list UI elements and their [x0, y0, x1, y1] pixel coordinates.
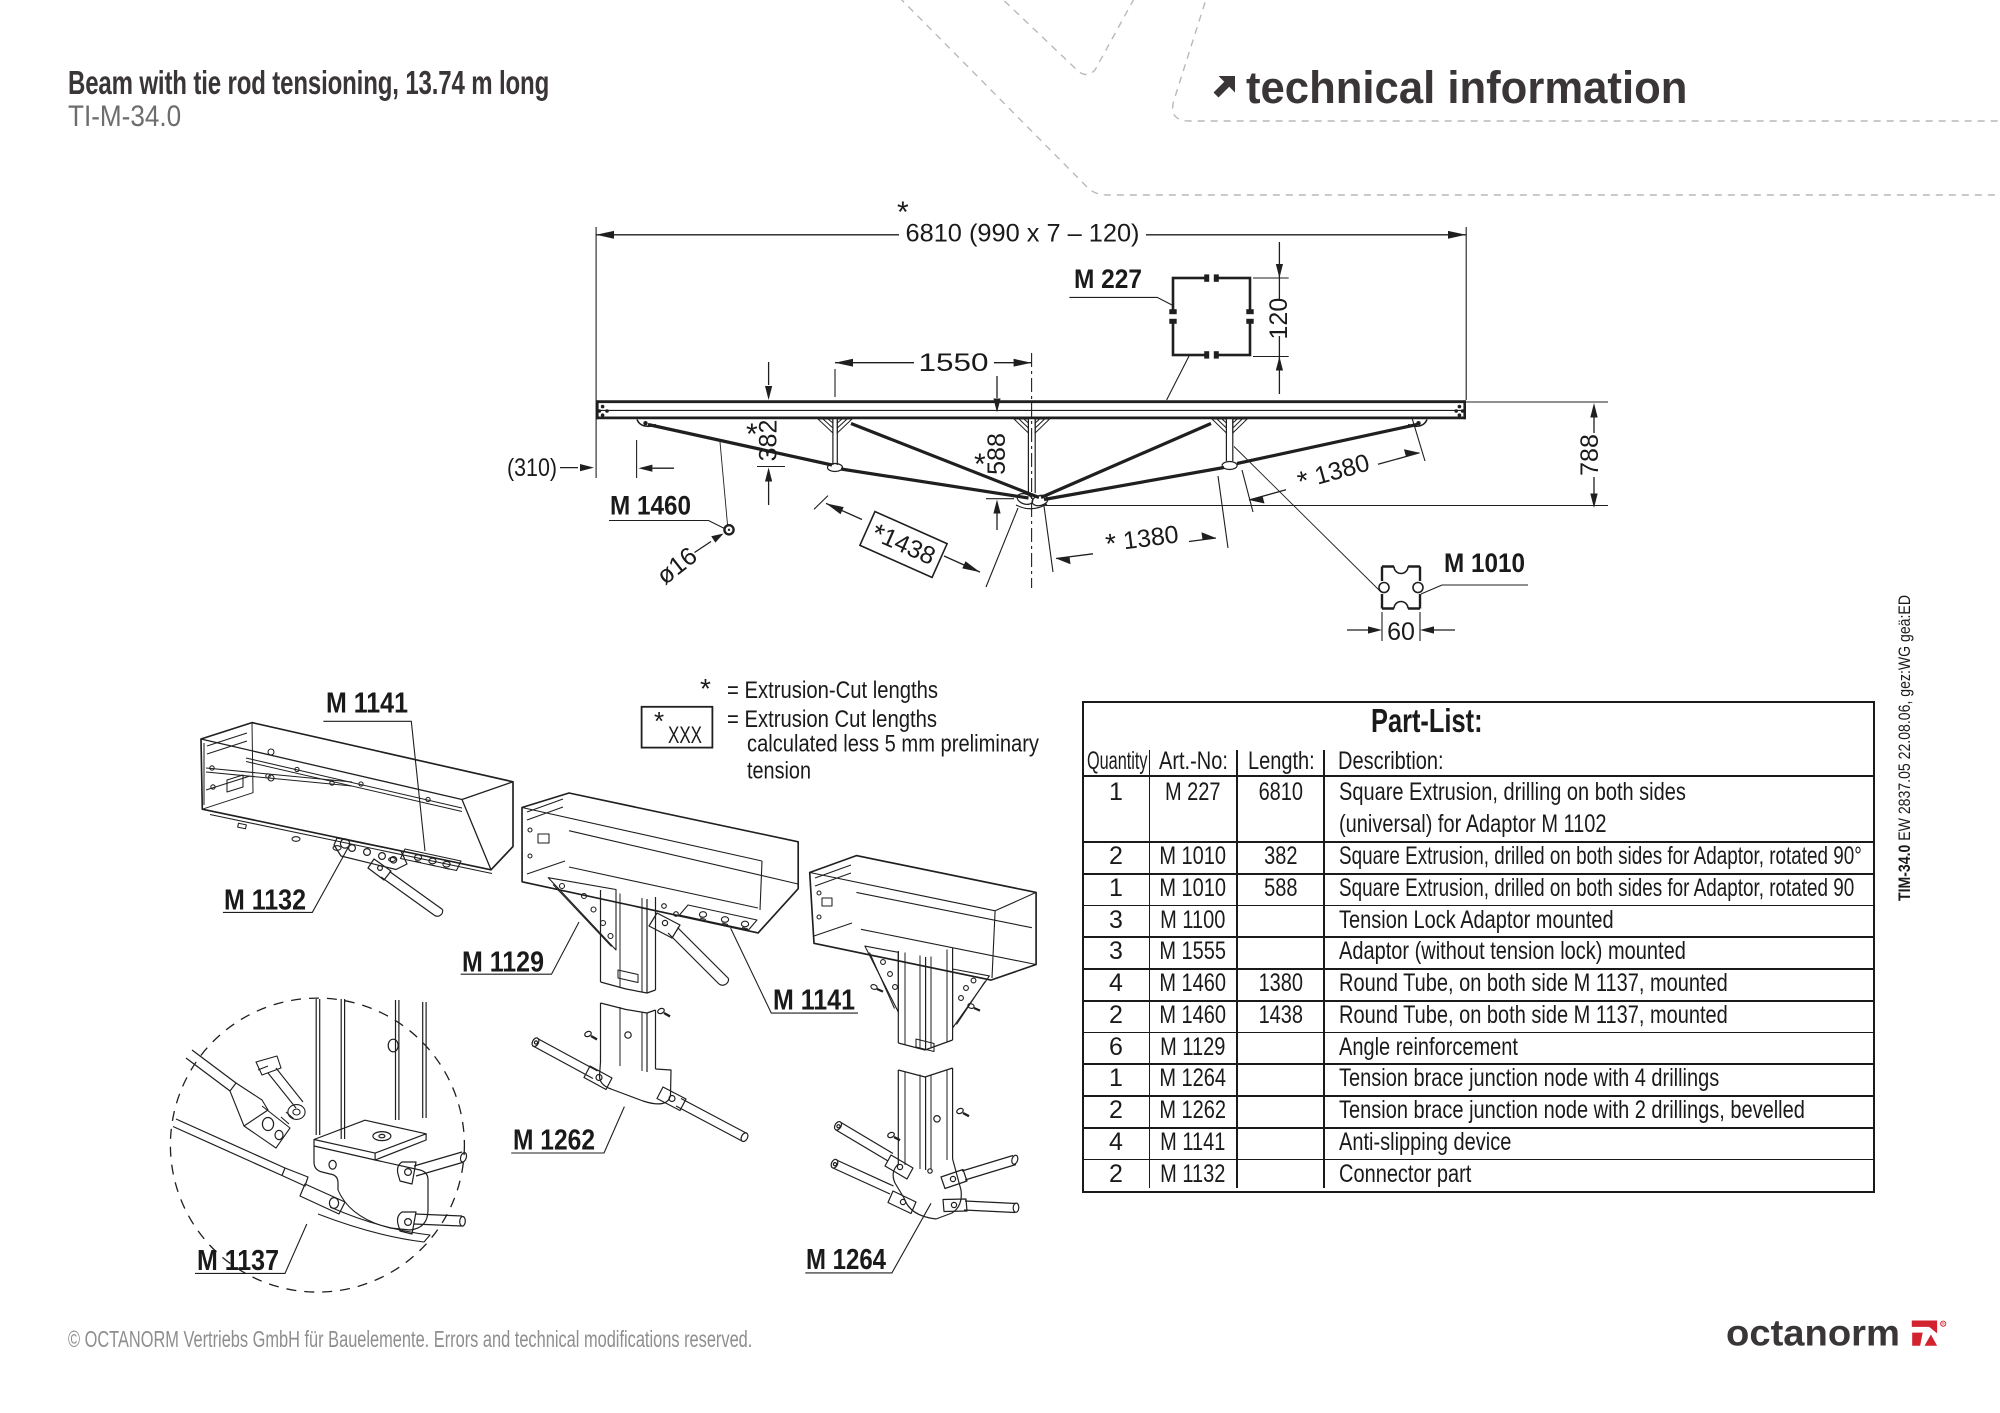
svg-text:*: *: [897, 196, 909, 229]
svg-text:588: 588: [983, 433, 1011, 475]
svg-text:M 1141: M 1141: [773, 985, 855, 1017]
svg-text:TIM-34.0 EW 2837.05 22.08.06,: TIM-34.0 EW 2837.05 22.08.06, gez:WG geä…: [1895, 595, 1914, 901]
svg-text:= Extrusion Cut lengths: = Extrusion Cut lengths: [727, 706, 937, 733]
svg-text:6810 (990 x 7 – 120): 6810 (990 x 7 – 120): [906, 220, 1140, 248]
svg-text:* 1380: * 1380: [1294, 447, 1373, 497]
svg-text:M 1137: M 1137: [197, 1245, 279, 1277]
svg-text:M 1129: M 1129: [462, 947, 544, 979]
svg-text:tension: tension: [747, 758, 811, 785]
svg-text:382: 382: [755, 420, 783, 462]
svg-text:(310): (310): [507, 454, 557, 482]
svg-text:M 1264: M 1264: [806, 1244, 886, 1276]
svg-text:M 227: M 227: [1074, 264, 1142, 294]
svg-text:*: *: [654, 706, 664, 736]
svg-text:= Extrusion-Cut lengths: = Extrusion-Cut lengths: [727, 677, 938, 704]
svg-text:* 1380: * 1380: [1104, 519, 1181, 559]
svg-text:M 1141: M 1141: [326, 688, 408, 720]
svg-text:calculated less 5 mm prelimina: calculated less 5 mm preliminary: [747, 731, 1039, 758]
svg-text:1550: 1550: [919, 349, 989, 377]
svg-text:R: R: [1942, 1322, 1946, 1327]
svg-text:M 1010: M 1010: [1444, 548, 1525, 578]
svg-text:*: *: [700, 673, 711, 704]
svg-text:120: 120: [1265, 298, 1293, 340]
svg-text:M 1132: M 1132: [224, 885, 306, 917]
svg-text:ø16: ø16: [651, 542, 702, 591]
svg-text:octanorm: octanorm: [1726, 1313, 1900, 1354]
svg-text:M 1262: M 1262: [513, 1125, 595, 1157]
svg-text:*: *: [746, 418, 758, 451]
svg-text:XXX: XXX: [668, 722, 702, 749]
svg-text:60: 60: [1387, 618, 1415, 646]
svg-text:788: 788: [1576, 434, 1604, 476]
svg-text:*: *: [974, 448, 986, 481]
svg-text:M 1460: M 1460: [610, 491, 691, 521]
